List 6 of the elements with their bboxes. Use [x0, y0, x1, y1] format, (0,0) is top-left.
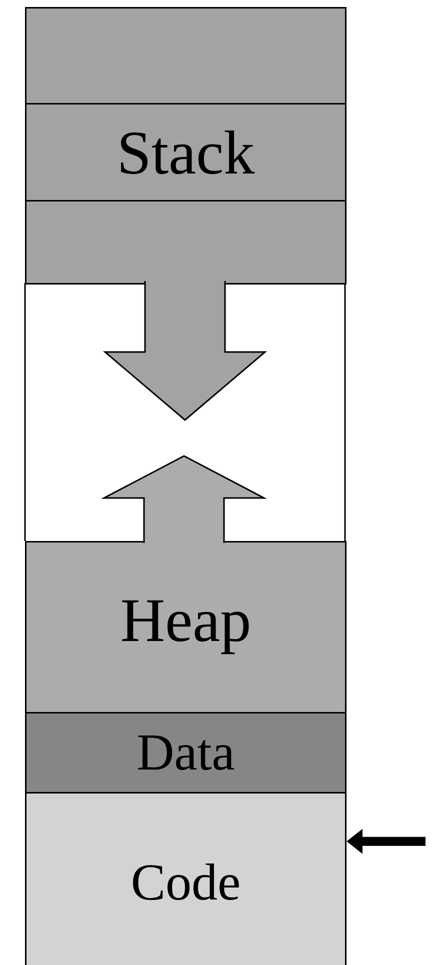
memory-band [25, 7, 346, 104]
heap-segment: Heap [25, 541, 346, 714]
data-segment: Data [25, 712, 346, 794]
stack-segment: Stack [25, 103, 346, 202]
code-segment: Code [25, 792, 346, 965]
memory-band [25, 200, 346, 284]
